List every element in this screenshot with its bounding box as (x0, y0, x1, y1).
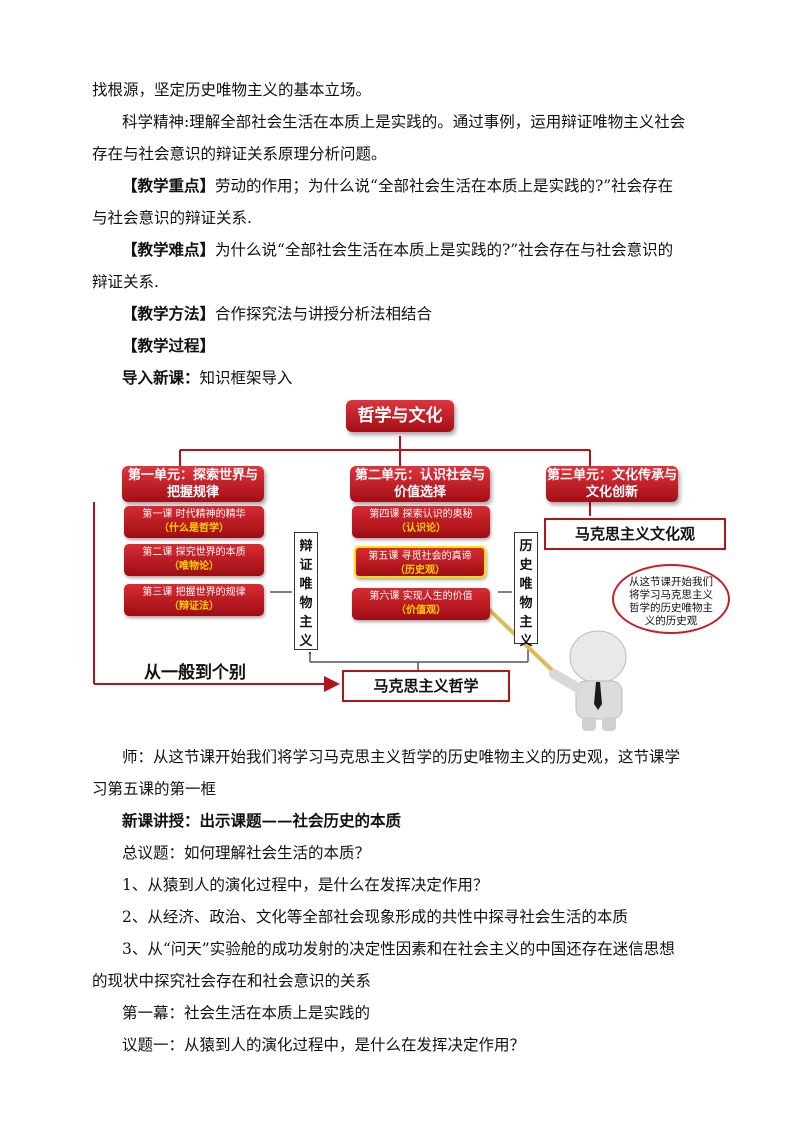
teaching-focus-text: 劳动的作用；为什么说“全部社会生活在本质上是实践的?”社会存在 (215, 177, 674, 195)
teaching-method-text: 合作探究法与讲授分析法相结合 (215, 305, 433, 323)
intro-text: 知识框架导入 (199, 369, 293, 387)
diagram-top-node: 哲学与文化 (346, 400, 454, 432)
teaching-difficulty-text: 为什么说“全部社会生活在本质上是实践的?”社会存在与社会意识的 (215, 241, 674, 259)
lesson5-node: 第五课 寻觅社会的真谛 （历史观） (354, 546, 486, 578)
new-lesson-heading: 新课讲授：出示课题——社会历史的本质 (122, 811, 402, 830)
unit2-node: 第二单元：认识社会与价值选择 (350, 466, 490, 502)
question-2: 2、从经济、政治、文化等全部社会现象形成的共性中探寻社会生活的本质 (122, 908, 628, 926)
paragraph-line: 与社会意识的辩证关系. (92, 209, 252, 227)
lesson2-title: 第二课 探究世界的本质 (142, 547, 246, 558)
lesson4-sub: （认识论） (396, 523, 446, 534)
lesson5-sub: （历史观） (395, 565, 445, 576)
lesson2-node: 第二课 探究世界的本质 （唯物论） (124, 544, 264, 576)
lesson6-title: 第六课 实现人生的价值 (369, 591, 473, 602)
general-to-particular-label: 从一般到个别 (144, 663, 246, 683)
paragraph-line: 辩证关系. (92, 273, 159, 291)
paragraph-line: 科学精神:理解全部社会生活在本质上是实践的。通过事例，运用辩证唯物主义社会 (122, 113, 686, 131)
dialectical-materialism-label: 辩证唯物主义 (294, 532, 318, 650)
topic-1: 议题一：从猿到人的演化过程中，是什么在发挥决定作用？ (122, 1036, 526, 1054)
lesson2-sub: （唯物论） (169, 561, 219, 572)
lesson3-sub: （辩证法） (169, 601, 219, 612)
paragraph-line: 找根源，坚定历史唯物主义的基本立场。 (92, 81, 372, 99)
teaching-method-label: 【教学方法】 (122, 304, 216, 323)
lesson1-node: 第一课 时代精神的精华 （什么是哲学） (124, 506, 264, 538)
lesson6-sub: （价值观） (396, 605, 446, 616)
intro-line: 导入新课：知识框架导入 (0, 368, 794, 388)
lesson3-node: 第三课 把握世界的规律 （辩证法） (124, 584, 264, 616)
teacher-figure (549, 630, 627, 731)
question-3: 3、从“问天”实验舱的成功发射的决定性因素和在社会主义的中国还存在迷信思想 (122, 940, 675, 958)
act-1-heading: 第一幕：社会生活在本质上是实践的 (122, 1004, 371, 1022)
paragraph-line: 总议题：如何理解社会生活的本质？ (122, 844, 371, 862)
paragraph-line: 存在与社会意识的辩证关系原理分析问题。 (92, 145, 387, 163)
lesson1-title: 第一课 时代精神的精华 (142, 509, 246, 520)
lesson1-sub: （什么是哲学） (159, 523, 229, 534)
unit3-node: 第三单元：文化传承与文化创新 (546, 466, 678, 502)
teaching-method: 【教学方法】合作探究法与讲授分析法相结合 (0, 304, 794, 324)
marxist-philosophy: 马克思主义哲学 (342, 670, 510, 702)
lesson4-node: 第四课 探索认识的奥秘 （认识论） (352, 506, 490, 538)
knowledge-framework-diagram: 哲学与文化 第一单元：探索世界与把握规律 第二单元：认识社会与价值选择 第三单元… (88, 392, 738, 732)
unit1-node: 第一单元：探索世界与把握规律 (122, 466, 264, 502)
lesson6-node: 第六课 实现人生的价值 （价值观） (352, 588, 490, 620)
paragraph-line: 的现状中探究社会存在和社会意识的关系 (92, 972, 372, 990)
teaching-difficulty-label: 【教学难点】 (122, 240, 216, 259)
question-1: 1、从猿到人的演化过程中，是什么在发挥决定作用？ (122, 876, 489, 894)
lesson4-title: 第四课 探索认识的奥秘 (369, 509, 473, 520)
teaching-difficulty: 【教学难点】为什么说“全部社会生活在本质上是实践的?”社会存在与社会意识的 (0, 240, 794, 260)
speech-bubble: 从这节课开始我们将学习马克思主义哲学的历史唯物主义的历史观 (612, 564, 730, 634)
paragraph-line: 习第五课的第一框 (92, 780, 217, 798)
teaching-focus: 【教学重点】劳动的作用；为什么说“全部社会生活在本质上是实践的?”社会存在 (0, 176, 794, 196)
marxist-culture-view: 马克思主义文化观 (544, 518, 726, 550)
lesson3-title: 第三课 把握世界的规律 (142, 587, 246, 598)
teaching-process-label: 【教学过程】 (122, 336, 216, 355)
intro-label: 导入新课： (122, 368, 200, 387)
paragraph-line: 师：从这节课开始我们将学习马克思主义哲学的历史唯物主义的历史观，这节课学 (122, 748, 681, 766)
historical-materialism-label: 历史唯物主义 (514, 532, 538, 649)
teaching-focus-label: 【教学重点】 (122, 176, 216, 195)
lesson5-title: 第五课 寻觅社会的真谛 (368, 551, 472, 562)
